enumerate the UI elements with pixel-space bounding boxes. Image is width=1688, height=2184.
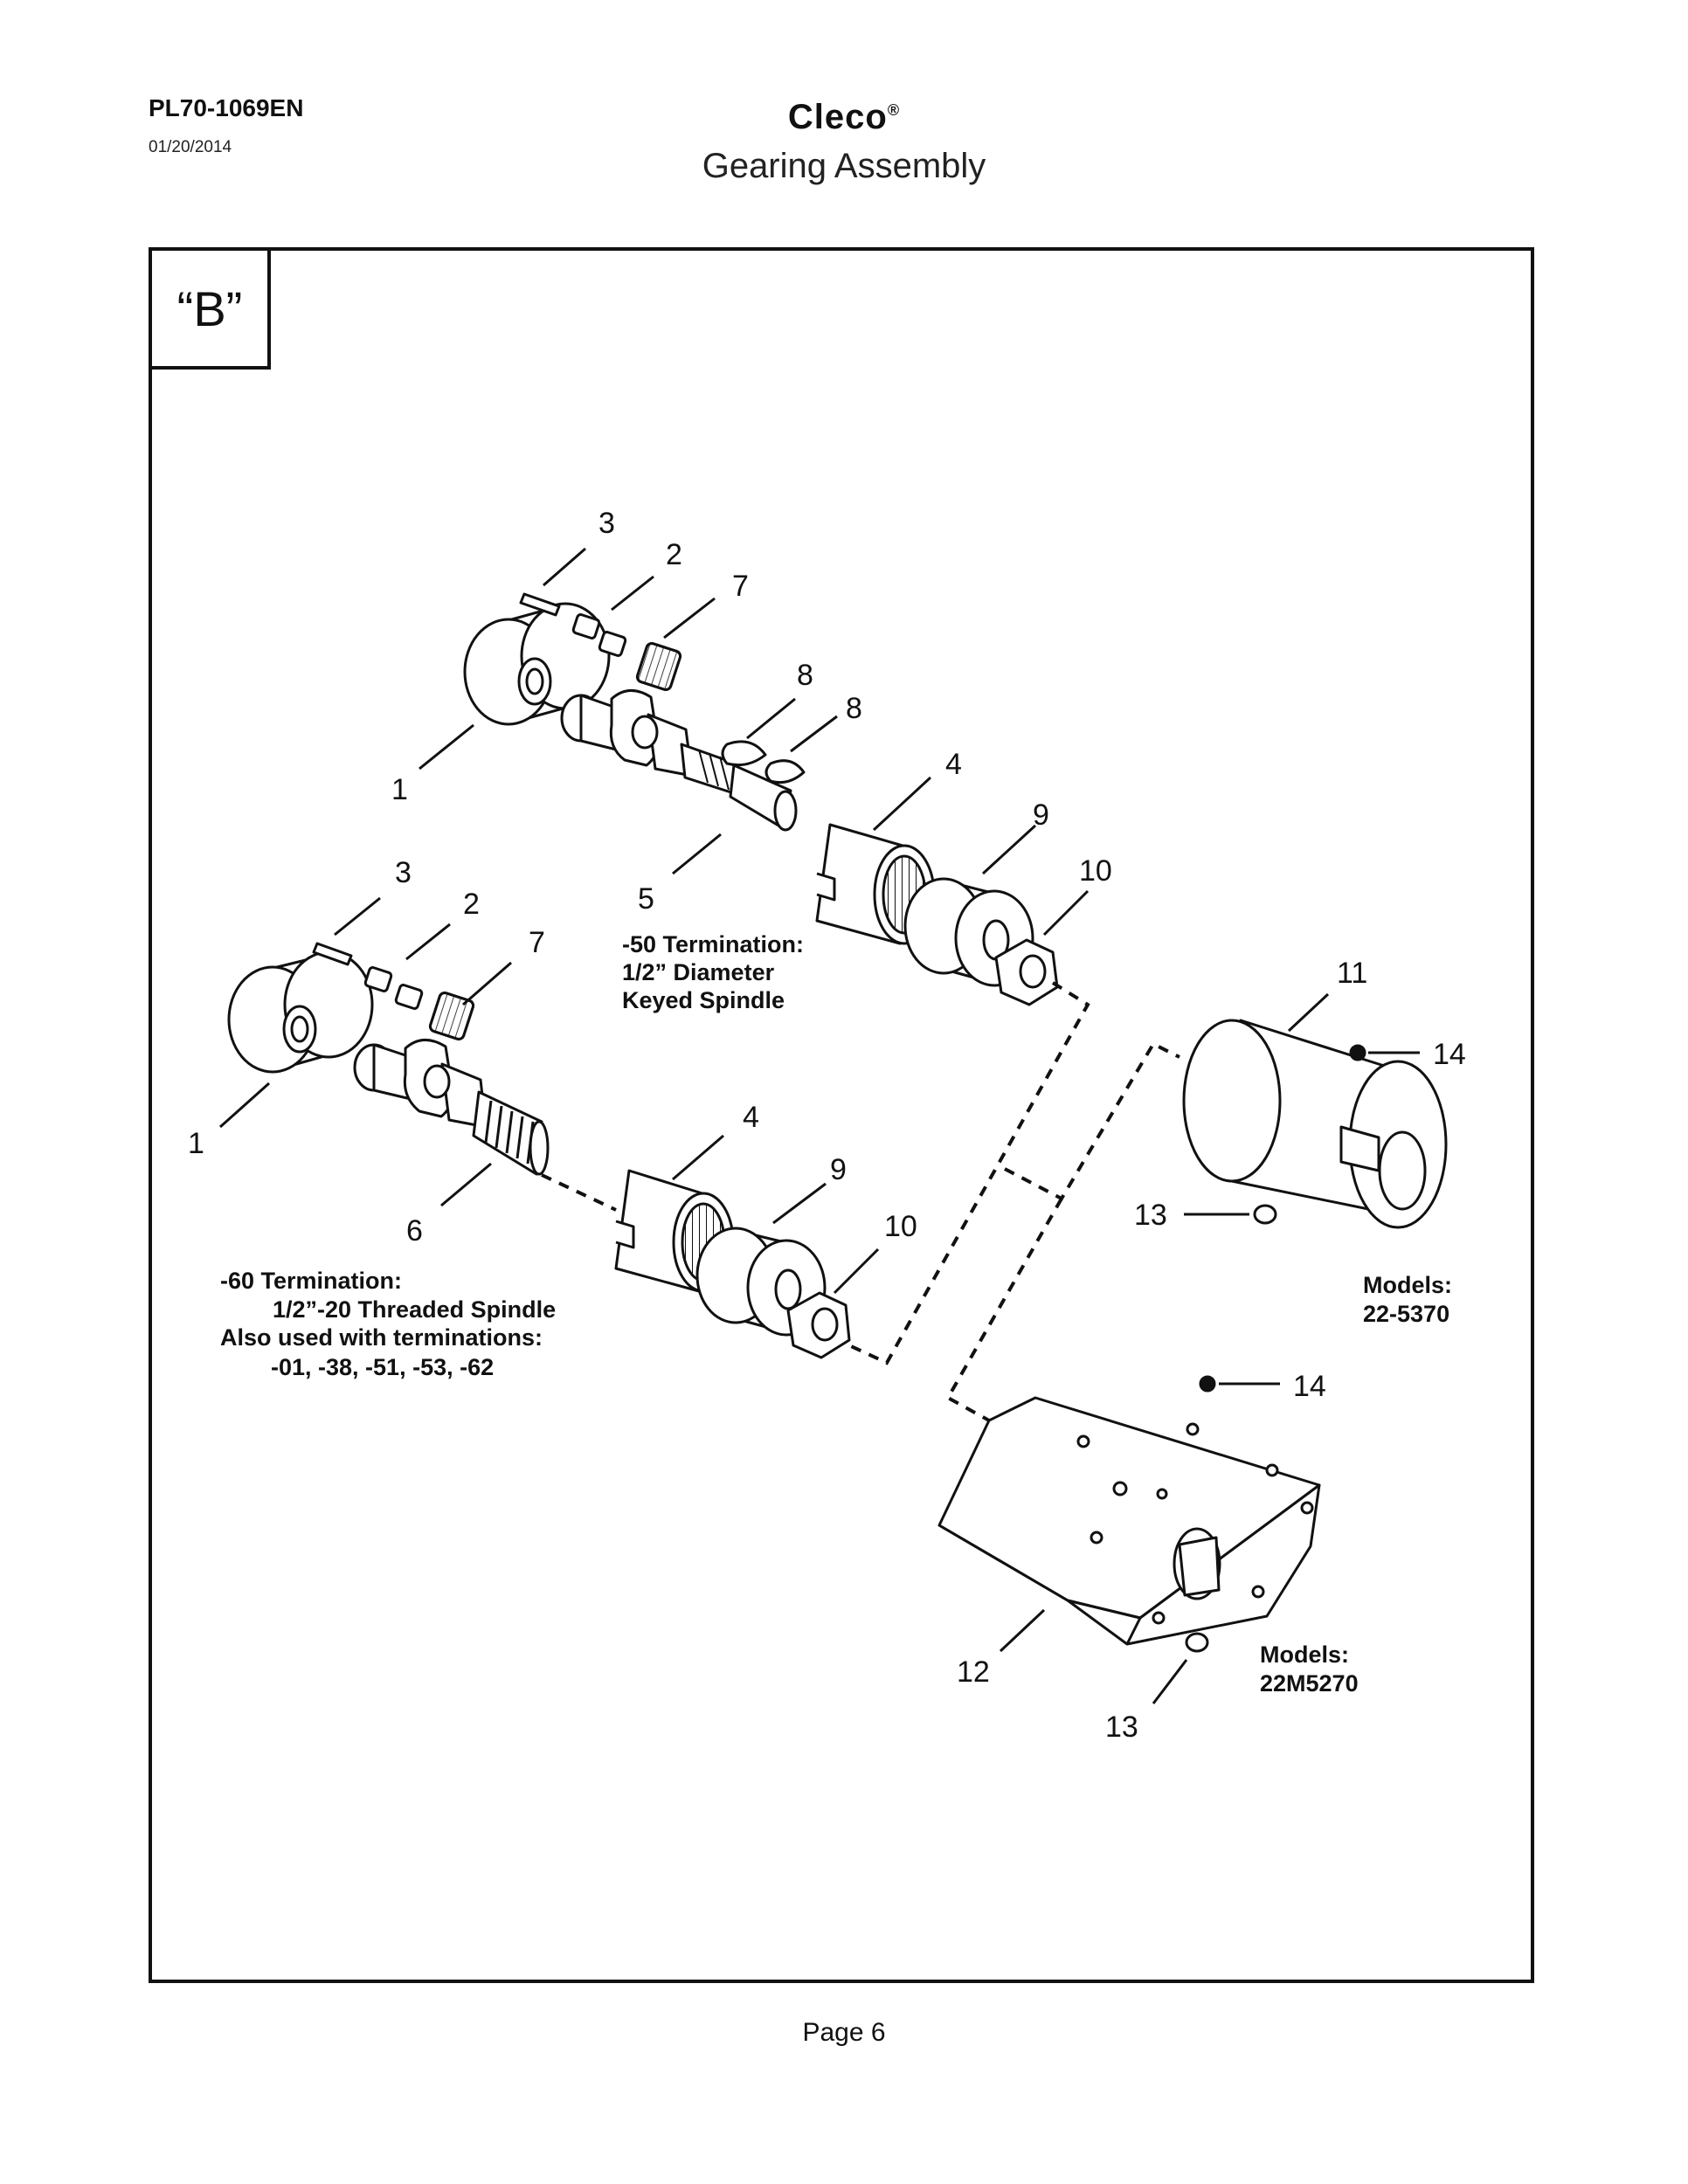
rollers-2-upper [571,613,627,657]
models-caption-b: Models: 22M5270 [1260,1641,1359,1697]
callout-9-lower: 9 [830,1153,847,1186]
housing-11-cylinder [1182,1019,1448,1229]
callout-13-b: 13 [1105,1711,1138,1744]
caption-line: Keyed Spindle [622,987,785,1013]
callout-7-upper: 7 [732,570,749,603]
key-8-b [764,759,806,784]
caption-line: -60 Termination: [220,1268,402,1294]
caption-line: 1/2” Diameter [622,959,775,985]
document-date: 01/20/2014 [149,138,232,156]
rollers-2-lower [363,966,424,1010]
caption-line: 22-5370 [1363,1301,1449,1327]
pin-3-lower [312,942,353,966]
caption-line: 1/2”-20 Threaded Spindle [273,1296,556,1323]
callout-8-a: 8 [797,659,813,692]
callout-1-lower: 1 [188,1127,204,1160]
callout-14-a: 14 [1433,1038,1466,1071]
assembly-paths [541,981,1180,1422]
registered-mark: ® [887,101,901,119]
housing-12-block [937,1396,1321,1646]
document-id: PL70-1069EN [149,94,304,121]
callout-13-a: 13 [1134,1199,1167,1232]
spindle-5-keyed [560,689,798,832]
view-label: “B” [149,247,271,370]
models-caption-a: Models: 22-5370 [1363,1272,1452,1327]
caption-line: 22M5270 [1260,1670,1359,1697]
callout-4-upper: 4 [945,748,962,781]
callout-10-upper: 10 [1079,854,1112,888]
page-title: Gearing Assembly [702,147,986,185]
bearing-9-upper [903,877,1034,987]
callout-9-upper: 9 [1033,798,1049,832]
leader-lines [219,547,1420,1704]
nut-10-upper [994,938,1059,1006]
caption-line: Models: [1260,1641,1349,1668]
nut-10-lower [786,1291,851,1359]
bearing-1-lower [227,950,374,1074]
callout-2-upper: 2 [666,538,682,571]
callout-12: 12 [957,1655,990,1689]
fitting-13-b [1185,1632,1209,1653]
screw-14-b [1199,1375,1216,1393]
caption-line: -50 Termination: [622,931,804,957]
callout-14-b: 14 [1293,1370,1326,1403]
caption-line: Also used with terminations: [220,1324,543,1351]
callout-4-lower: 4 [743,1101,759,1134]
callout-6: 6 [406,1214,423,1248]
key-8-a [721,740,767,767]
brand-text: Cleco [787,98,888,136]
pin-3-upper [519,592,561,617]
termination-60-caption: -60 Termination: 1/2”-20 Threaded Spindl… [220,1268,556,1380]
spindle-6-threaded [353,1039,550,1176]
bearing-9-lower [695,1227,827,1337]
callout-7-lower: 7 [529,926,545,959]
pinion-gear-7-upper [635,642,682,691]
diagram-frame [149,247,1534,1983]
callout-2-lower: 2 [463,888,480,921]
pinion-gear-7-lower [428,992,475,1040]
caption-line: Models: [1363,1272,1452,1298]
callout-3-lower: 3 [395,856,412,889]
brand-name: Cleco® [0,98,1688,137]
caption-line: -01, -38, -51, -53, -62 [271,1354,494,1380]
callout-8-b: 8 [846,692,862,725]
callout-3-upper: 3 [598,507,615,540]
callout-5: 5 [638,882,654,916]
callout-11: 11 [1337,957,1367,990]
callout-numbers: 1 3 2 7 8 8 4 5 9 10 1 3 2 7 6 4 9 10 11… [188,507,1466,1744]
fitting-13-a [1253,1204,1277,1225]
screw-14-a [1349,1044,1366,1061]
page-number: Page 6 [802,2018,886,2047]
callout-1-upper: 1 [391,773,408,806]
termination-50-caption: -50 Termination: 1/2” Diameter Keyed Spi… [622,931,804,1013]
callout-10-lower: 10 [884,1210,917,1243]
